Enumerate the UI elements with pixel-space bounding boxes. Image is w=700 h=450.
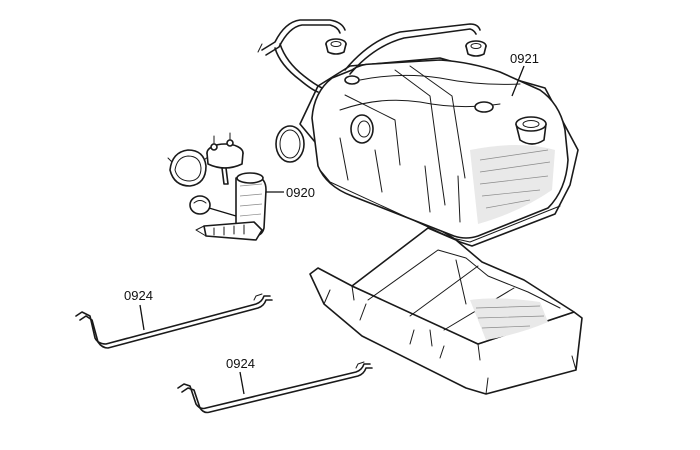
tank-strap-upper [75, 293, 273, 349]
fuel-tank [299, 57, 579, 247]
callout-0924-lower-label: 0924 [226, 356, 255, 371]
callout-0924-upper: 0924 [124, 288, 153, 331]
callout-0920-label: 0920 [286, 185, 315, 200]
callout-0920: 0920 [266, 185, 315, 200]
callout-0921-label: 0921 [510, 51, 539, 66]
grommet-right [465, 40, 487, 57]
grommet-left [325, 38, 347, 55]
callout-0921: 0921 [510, 51, 539, 97]
callout-0924-upper-label: 0924 [124, 288, 153, 303]
vent-hose-right [344, 23, 481, 75]
tank-strap-lower [177, 361, 373, 414]
vent-hose-left [257, 19, 346, 93]
tank-skid-plate [309, 227, 583, 395]
sender-unit [167, 132, 267, 241]
filler-neck-o-ring [275, 125, 305, 163]
callout-0924-lower: 0924 [226, 356, 255, 395]
